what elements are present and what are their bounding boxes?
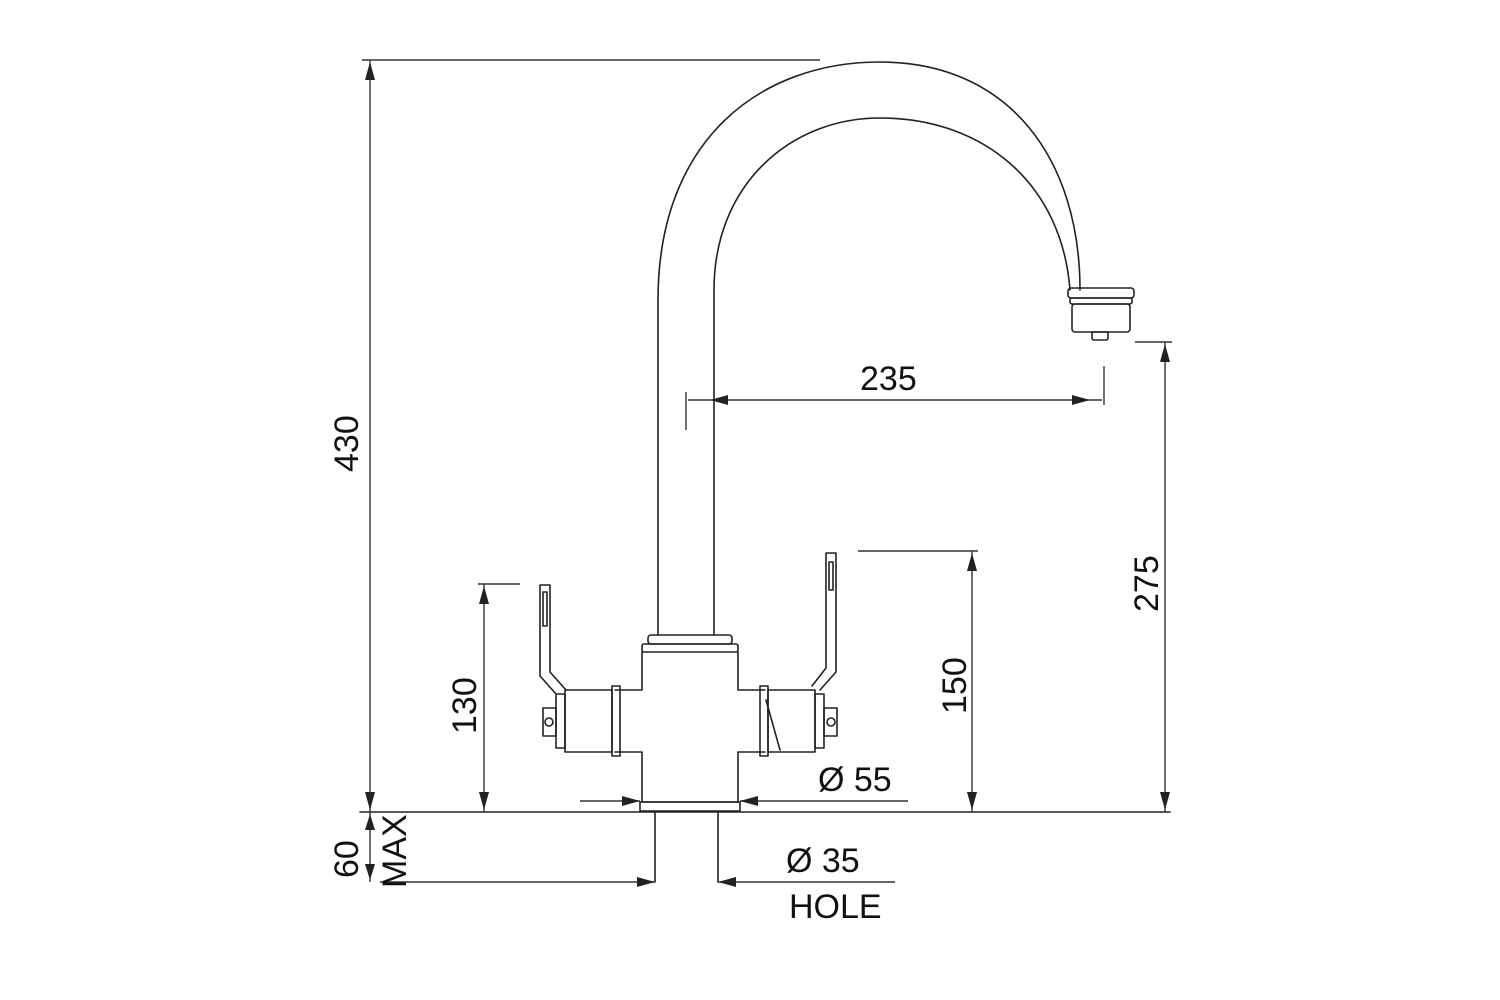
spout-outer-contour <box>657 61 1081 636</box>
right-lever-height-label: 150 <box>936 657 974 714</box>
arrow-overall-bottom <box>365 792 375 810</box>
arrow-right-lever-top <box>967 553 977 571</box>
arrow-outlet-top <box>1160 344 1170 362</box>
arrow-reach-left <box>710 395 728 405</box>
arrow-reach-right <box>1072 395 1090 405</box>
overall-height-label: 430 <box>328 415 366 472</box>
arrow-outlet-bottom <box>1160 792 1170 810</box>
body-collar-base <box>641 643 739 653</box>
arrow-right-lever-bottom <box>967 792 977 810</box>
arrow-deck-bottom <box>365 864 375 880</box>
right-lever-handle <box>811 552 837 691</box>
max-label: MAX <box>376 814 414 888</box>
arrow-body-dia-left <box>622 796 640 806</box>
spout-inner-contour <box>713 117 1071 636</box>
dimension-labels: 430 235 275 150 130 Ø 55 Ø 35 HOLE 60 MA… <box>328 360 1166 926</box>
left-cartridge <box>542 685 621 757</box>
outlet-height-label: 275 <box>1128 555 1166 612</box>
arrow-left-lever-bottom <box>479 792 489 810</box>
body-diameter-label: Ø 55 <box>818 761 892 799</box>
left-lever-handle <box>539 584 567 695</box>
right-cartridge <box>759 685 838 757</box>
body-collar-ring <box>647 634 733 645</box>
arrow-overall-top <box>365 62 375 80</box>
hole-diameter-label: Ø 35 <box>786 842 860 880</box>
arrow-left-lever-top <box>479 586 489 604</box>
spout-outlet <box>1067 287 1135 341</box>
faucet-outline <box>359 61 1171 883</box>
dimension-lines <box>362 59 1172 887</box>
faucet-body <box>614 651 766 803</box>
left-lever-height-label: 130 <box>446 677 484 734</box>
base-plate <box>639 801 741 812</box>
arrow-hole-left <box>637 877 655 887</box>
arrow-hole-right <box>718 877 736 887</box>
arrow-body-dia-right <box>740 796 758 806</box>
hole-label: HOLE <box>789 888 882 926</box>
max-deck-thickness-label: 60 <box>328 840 366 878</box>
spout-reach-label: 235 <box>860 360 917 398</box>
arrow-deck-top <box>365 814 375 830</box>
